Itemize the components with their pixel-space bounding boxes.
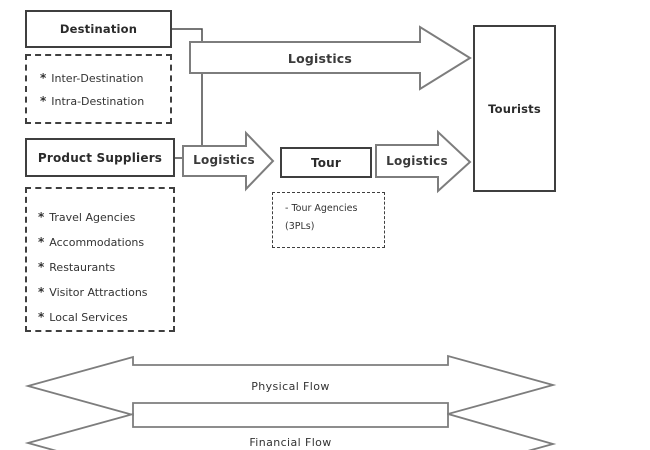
logistics-label-left: Logistics	[193, 153, 255, 167]
destination-connector-line	[172, 28, 203, 146]
logistics-arrow-left	[182, 130, 275, 192]
financial-flow-label: Financial Flow	[249, 436, 332, 449]
tour-box: Tour	[280, 147, 372, 178]
list-item: * Accommodations	[38, 230, 173, 255]
supplier-type-label: Accommodations	[49, 236, 145, 249]
bullet: *	[40, 70, 47, 85]
financial-flow-arrow	[24, 412, 557, 450]
bullet: *	[38, 210, 45, 224]
logistics-arrow-top	[189, 25, 472, 91]
bullet: *	[38, 235, 45, 249]
list-item: * Intra-Destination	[40, 94, 170, 108]
destination-types-box: * Inter-Destination * Intra-Destination	[25, 54, 172, 124]
tourists-box: Tourists	[473, 25, 556, 192]
bullet: *	[38, 310, 45, 324]
supplier-types-box: * Travel Agencies * Accommodations * Restau…	[25, 187, 175, 332]
destination-title: Destination	[59, 22, 138, 36]
product-suppliers-title: Product Suppliers	[37, 150, 163, 165]
destination-type-label: Intra-Destination	[51, 94, 145, 108]
tour-agencies-line2: (3PLs)	[285, 221, 315, 232]
bullet: *	[38, 285, 45, 299]
supplier-type-label: Restaurants	[49, 261, 116, 274]
list-item: * Restaurants	[38, 255, 173, 280]
tourists-title: Tourists	[488, 101, 541, 116]
product-suppliers-box: Product Suppliers	[25, 138, 175, 177]
physical-flow-label: Physical Flow	[251, 380, 330, 393]
supplier-type-label: Visitor Attractions	[49, 286, 148, 299]
tour-title: Tour	[310, 155, 342, 170]
bullet: *	[38, 260, 45, 274]
physical-flow-arrow	[24, 354, 557, 417]
list-item: * Travel Agencies	[38, 205, 173, 230]
logistics-label-top: Logistics	[287, 51, 353, 66]
supplier-type-label: Local Services	[49, 311, 128, 324]
list-item: * Local Services	[38, 305, 173, 330]
destination-type-label: Inter-Destination	[51, 71, 144, 85]
bullet: *	[40, 93, 47, 108]
tour-agencies-box: - Tour Agencies (3PLs)	[272, 192, 385, 248]
destination-box: Destination	[25, 10, 172, 48]
tour-agencies-line1: - Tour Agencies	[285, 203, 358, 214]
logistics-label-right: Logistics	[386, 154, 448, 168]
list-item: * Visitor Attractions	[38, 280, 173, 305]
supplier-type-label: Travel Agencies	[49, 211, 136, 224]
logistics-arrow-right	[375, 129, 472, 194]
list-item: * Inter-Destination	[40, 71, 170, 85]
